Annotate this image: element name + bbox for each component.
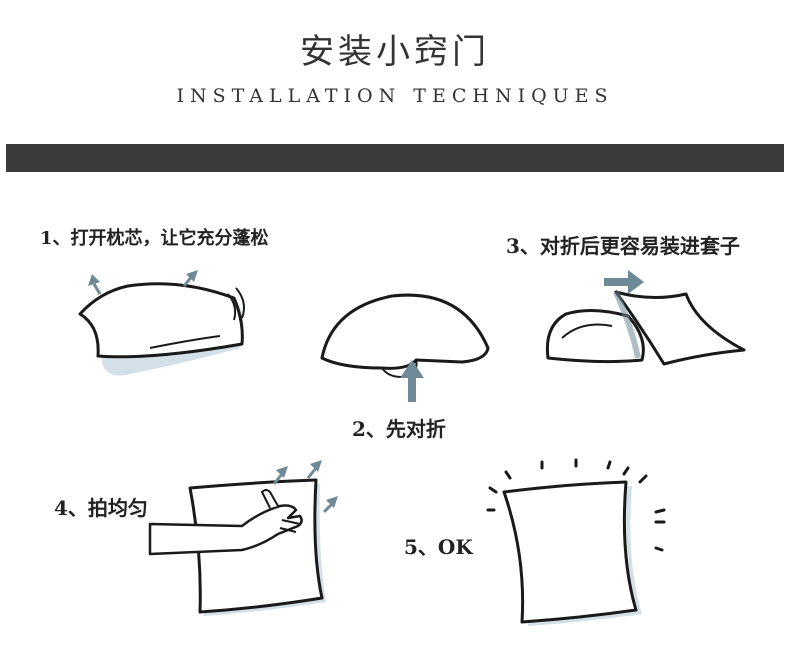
up-arrow-icon bbox=[88, 274, 102, 295]
step-4-illustration bbox=[148, 460, 338, 616]
shine-lines bbox=[486, 458, 666, 552]
step-1-label: 1、打开枕芯，让它充分蓬松 bbox=[40, 228, 269, 249]
up-arrow-icon bbox=[400, 360, 424, 402]
step-3-illustration bbox=[545, 270, 746, 366]
step-2-illustration bbox=[320, 293, 490, 402]
page-title: 安装小窍门 bbox=[300, 32, 490, 72]
step-4-label: 4、拍均匀 bbox=[54, 496, 148, 520]
up-arrow-icon bbox=[272, 466, 288, 485]
up-arrow-icon bbox=[182, 270, 198, 287]
step-5-label: 5、OK bbox=[404, 535, 473, 559]
step-1-illustration bbox=[78, 270, 245, 376]
step-5-illustration bbox=[486, 458, 666, 626]
step-3-label: 3、对折后更容易装进套子 bbox=[506, 234, 740, 258]
right-arrow-icon bbox=[604, 270, 644, 294]
step-2-label: 2、先对折 bbox=[352, 417, 446, 441]
up-arrow-icon bbox=[322, 496, 338, 514]
header-divider-bar bbox=[6, 144, 784, 172]
up-arrow-icon bbox=[306, 460, 322, 479]
page-subtitle: INSTALLATION TECHNIQUES bbox=[176, 85, 614, 107]
